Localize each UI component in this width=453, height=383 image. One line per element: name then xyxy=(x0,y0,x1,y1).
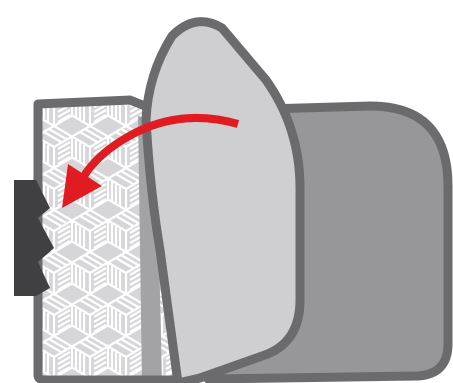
folding-flap xyxy=(141,17,305,383)
dark-tab xyxy=(14,180,54,296)
fold-direction-arrow-icon xyxy=(62,114,240,208)
